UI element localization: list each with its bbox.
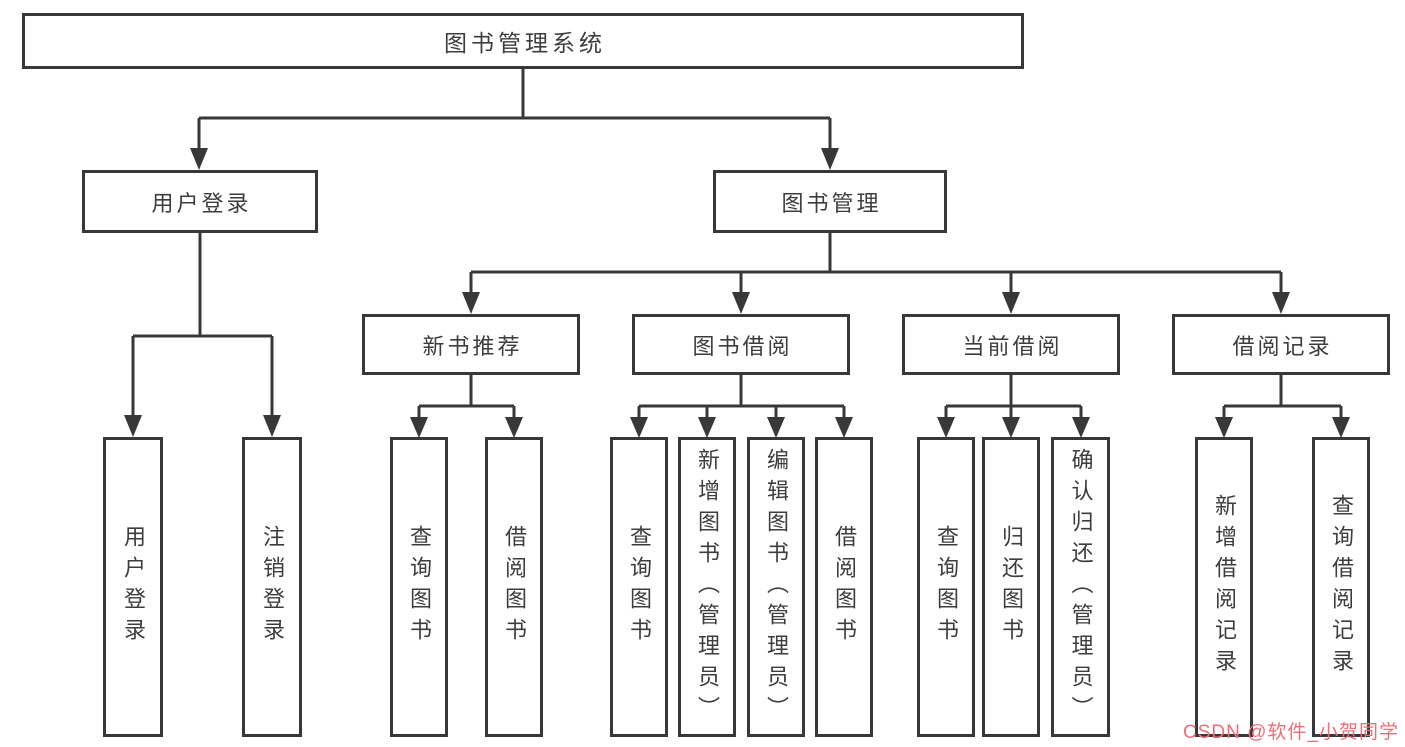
leaf-borrowing-borrow-books: 借阅图书 bbox=[815, 437, 873, 737]
node-book-management: 图书管理 bbox=[713, 170, 947, 233]
node-new-book-recommend: 新书推荐 bbox=[362, 314, 580, 375]
node-label: 查询图书 bbox=[407, 525, 432, 649]
arrowhead-icon bbox=[505, 417, 523, 438]
arrowhead-icon bbox=[1002, 292, 1020, 314]
node-label: 用户登录 bbox=[151, 190, 252, 216]
leaf-borrowing-query-books: 查询图书 bbox=[610, 437, 668, 737]
node-label: 归还图书 bbox=[999, 525, 1024, 649]
node-label: 新书推荐 bbox=[422, 333, 523, 359]
node-user-login: 用户登录 bbox=[82, 170, 318, 233]
csdn-watermark: CSDN @软件_小贺同学 bbox=[1183, 722, 1399, 743]
node-library-system: 图书管理系统 bbox=[22, 13, 1024, 69]
node-label: 图书管理系统 bbox=[444, 30, 606, 56]
arrowhead-icon bbox=[630, 417, 648, 438]
leaf-records-add-record: 新增借阅记录 bbox=[1195, 437, 1253, 737]
node-label: 借阅图书 bbox=[502, 525, 527, 649]
node-label: 图书借阅 bbox=[692, 333, 793, 359]
node-label: 借阅图书 bbox=[832, 525, 857, 649]
node-borrow-records: 借阅记录 bbox=[1172, 314, 1390, 375]
node-label: 借阅记录 bbox=[1232, 333, 1333, 359]
arrowhead-icon bbox=[462, 292, 480, 314]
node-label: 新增借阅记录 bbox=[1212, 494, 1237, 680]
node-label: 注销登录 bbox=[260, 525, 285, 649]
arrowhead-icon bbox=[263, 415, 281, 437]
arrowhead-icon bbox=[190, 148, 208, 170]
leaf-records-query-record: 查询借阅记录 bbox=[1312, 437, 1370, 737]
leaf-logout: 注销登录 bbox=[242, 437, 302, 737]
arrowhead-icon bbox=[1072, 417, 1090, 438]
node-label: 新增图书（管理员） bbox=[695, 447, 720, 727]
arrowhead-icon bbox=[1272, 292, 1290, 314]
arrowhead-icon bbox=[821, 148, 839, 170]
node-label: 当前借阅 bbox=[962, 333, 1063, 359]
node-current-borrowing: 当前借阅 bbox=[902, 314, 1120, 375]
leaf-current-query-books: 查询图书 bbox=[917, 437, 975, 737]
arrowhead-icon bbox=[732, 292, 750, 314]
node-label: 查询图书 bbox=[627, 525, 652, 649]
node-label: 确认归还（管理员） bbox=[1068, 447, 1094, 727]
leaf-recommend-query-books: 查询图书 bbox=[390, 437, 448, 737]
node-label: 编辑图书（管理员） bbox=[764, 447, 789, 727]
arrowhead-icon bbox=[835, 417, 853, 438]
node-label: 用户登录 bbox=[121, 525, 146, 649]
arrowhead-icon bbox=[1215, 417, 1233, 438]
node-book-borrowing: 图书借阅 bbox=[632, 314, 850, 375]
node-label: 图书管理 bbox=[781, 190, 882, 216]
leaf-current-confirm-return-admin: 确认归还（管理员） bbox=[1051, 437, 1110, 737]
leaf-borrowing-add-books-admin: 新增图书（管理员） bbox=[678, 437, 736, 737]
arrowhead-icon bbox=[698, 417, 716, 438]
leaf-current-return-books: 归还图书 bbox=[982, 437, 1040, 737]
leaf-user-login: 用户登录 bbox=[103, 437, 163, 737]
node-label: 查询图书 bbox=[934, 525, 959, 649]
arrowhead-icon bbox=[1002, 417, 1020, 438]
leaf-borrowing-edit-books-admin: 编辑图书（管理员） bbox=[747, 437, 805, 737]
arrowhead-icon bbox=[767, 417, 785, 438]
arrowhead-icon bbox=[124, 415, 142, 437]
arrowhead-icon bbox=[410, 417, 428, 438]
arrowhead-icon bbox=[937, 417, 955, 438]
arrowhead-icon bbox=[1332, 417, 1350, 438]
node-label: 查询借阅记录 bbox=[1329, 494, 1354, 680]
leaf-recommend-borrow-books: 借阅图书 bbox=[485, 437, 543, 737]
